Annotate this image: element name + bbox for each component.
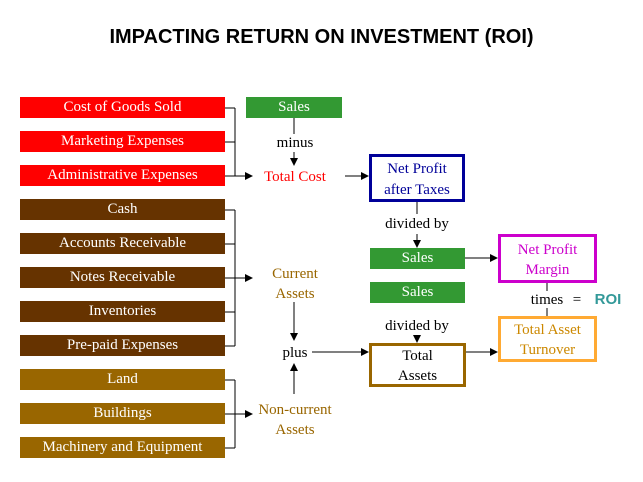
accounts-receivable-bar: Accounts Receivable <box>20 233 225 254</box>
land-bar: Land <box>20 369 225 390</box>
notes-receivable-bar: Notes Receivable <box>20 267 225 288</box>
net-profit-margin-box: Net Profit Margin <box>498 234 597 283</box>
buildings-bar: Buildings <box>20 403 225 424</box>
times-label: times <box>530 292 564 308</box>
page-title: IMPACTING RETURN ON INVESTMENT (ROI) <box>109 26 534 48</box>
net-profit-after-taxes-box: Net Profit after Taxes <box>369 154 465 202</box>
plus-label: plus <box>282 345 308 361</box>
divided-by-label-1: divided by <box>385 216 449 232</box>
current-assets-label: Current Assets <box>272 266 318 302</box>
prepaid-expenses-bar: Pre-paid Expenses <box>20 335 225 356</box>
sales-bar-1: Sales <box>370 248 465 269</box>
sales-top-bar: Sales <box>246 97 342 118</box>
cash-bar: Cash <box>20 199 225 220</box>
machinery-equipment-bar: Machinery and Equipment <box>20 437 225 458</box>
noncurrent-assets-label: Non-current Assets <box>258 402 332 438</box>
minus-label: minus <box>276 135 314 151</box>
cost-of-goods-sold-bar: Cost of Goods Sold <box>20 97 225 118</box>
inventories-bar: Inventories <box>20 301 225 322</box>
administrative-expenses-bar: Administrative Expenses <box>20 165 225 186</box>
marketing-expenses-bar: Marketing Expenses <box>20 131 225 152</box>
divided-by-label-2: divided by <box>385 318 449 334</box>
total-assets-box: Total Assets <box>369 343 466 387</box>
roi-label: ROI <box>594 291 622 308</box>
total-cost-label: Total Cost <box>264 169 326 185</box>
sales-bar-2: Sales <box>370 282 465 303</box>
equals-label: = <box>572 292 582 308</box>
total-asset-turnover-box: Total Asset Turnover <box>498 316 597 362</box>
